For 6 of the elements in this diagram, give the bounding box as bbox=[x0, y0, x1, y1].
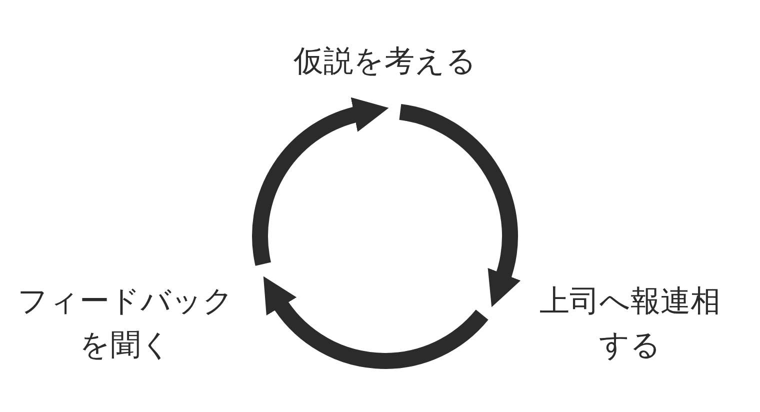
step-label: フィードバックを聞く bbox=[8, 280, 243, 368]
cycle-arrow bbox=[398, 104, 521, 308]
cycle-arrow bbox=[262, 277, 488, 369]
cycle-arrow bbox=[252, 98, 388, 266]
step-label: 仮説を考える bbox=[265, 40, 505, 84]
step-label: 上司へ報連相する bbox=[530, 280, 730, 368]
